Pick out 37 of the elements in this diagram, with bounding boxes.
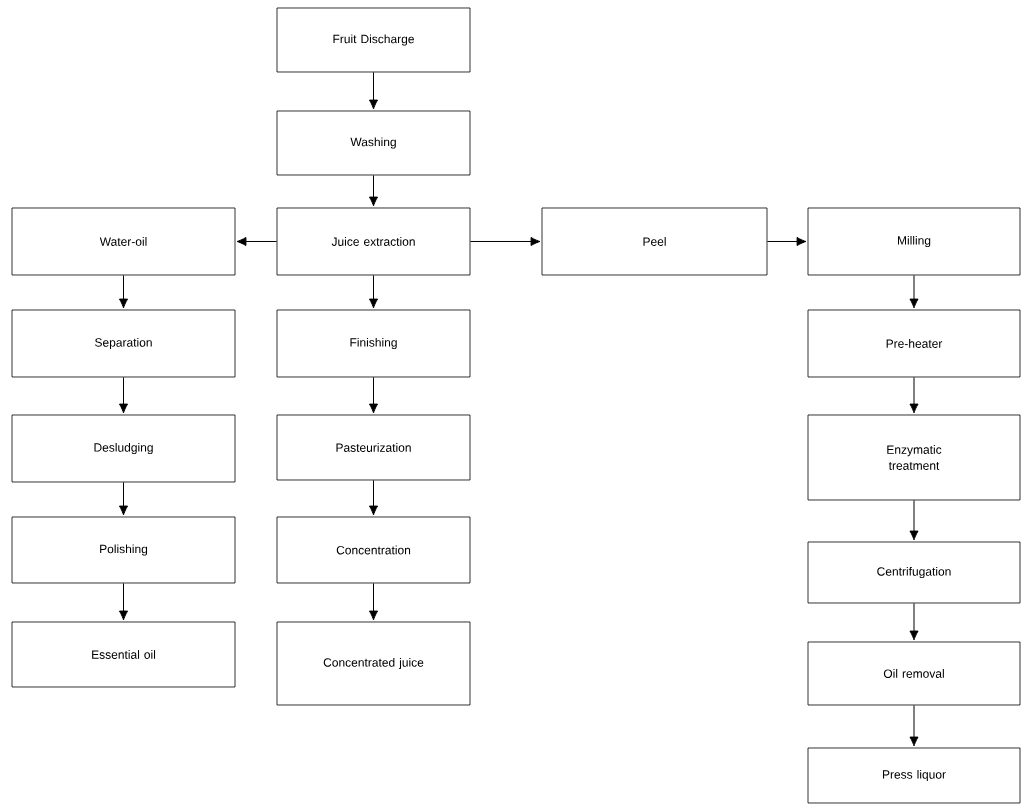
process-box: Press liquor <box>807 747 1021 804</box>
process-box: Enzymatic treatment <box>807 414 1021 501</box>
arrow <box>909 704 919 747</box>
arrow <box>118 582 129 621</box>
process-box: Pasteurization <box>276 414 471 481</box>
process-box: Washing <box>276 110 471 176</box>
arrow <box>368 174 379 207</box>
process-box: Concentration <box>276 516 471 584</box>
process-box: Essential oil <box>11 621 236 688</box>
arrow <box>118 481 129 516</box>
arrow <box>368 582 379 621</box>
process-box: Juice extraction <box>276 207 471 276</box>
arrow <box>368 376 379 414</box>
arrow <box>469 236 541 247</box>
arrow <box>368 274 379 309</box>
process-box: Centrifugation <box>807 541 1021 604</box>
process-box: Desludging <box>11 414 236 483</box>
process-box: Fruit Discharge <box>276 7 471 73</box>
arrow <box>909 376 919 414</box>
process-box: Polishing <box>11 516 236 584</box>
process-box: Water-oil <box>11 207 236 276</box>
arrow <box>368 71 379 110</box>
arrow <box>118 274 129 309</box>
arrow <box>236 236 278 247</box>
process-box: Concentrated juice <box>276 621 471 706</box>
process-box: Pre-heater <box>807 309 1021 378</box>
process-box: Finishing <box>276 309 471 378</box>
process-box: Separation <box>11 309 236 378</box>
arrow <box>766 236 807 247</box>
process-box: Milling <box>807 207 1021 276</box>
arrow <box>118 376 129 414</box>
process-box: Oil removal <box>807 641 1021 706</box>
arrow <box>909 274 919 309</box>
arrow <box>909 602 919 641</box>
arrow <box>909 499 919 541</box>
arrow <box>368 479 379 516</box>
process-box: Peel <box>541 207 768 276</box>
